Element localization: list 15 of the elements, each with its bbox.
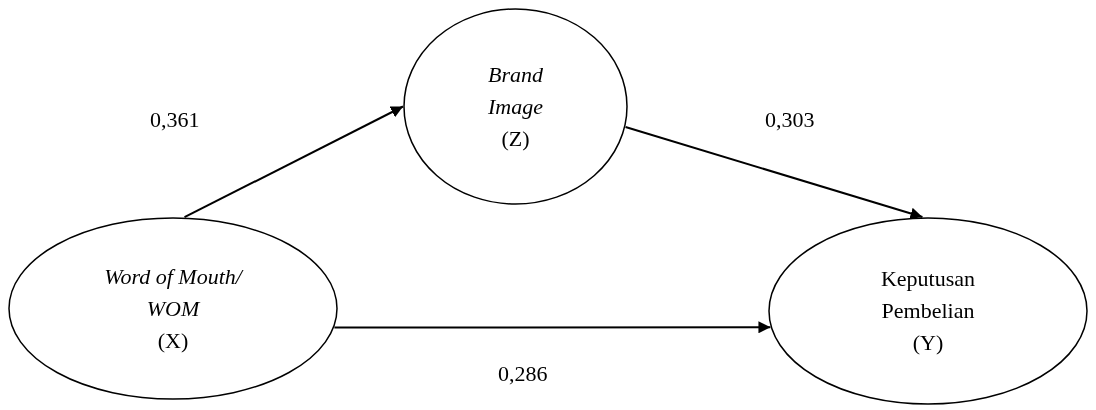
- variable-code: (Y): [912, 329, 944, 357]
- arrow: [624, 126, 924, 220]
- variable-code: (Z): [501, 124, 530, 153]
- variable-code: (X): [157, 326, 189, 355]
- ellipse-node: [8, 217, 338, 400]
- node-title: Keputusan Pembelian: [879, 265, 977, 325]
- ellipse-node: [768, 217, 1088, 405]
- edge-label: 0,303: [765, 106, 815, 134]
- edge-label: 0,361: [150, 106, 200, 134]
- arrow: [333, 321, 772, 334]
- ellipse-node: [403, 8, 628, 205]
- edge-label: 0,286: [498, 360, 548, 388]
- node-title: Word of Mouth/ WOM: [103, 262, 245, 323]
- node-title: Brand Image: [487, 60, 544, 121]
- arrow: [183, 105, 404, 219]
